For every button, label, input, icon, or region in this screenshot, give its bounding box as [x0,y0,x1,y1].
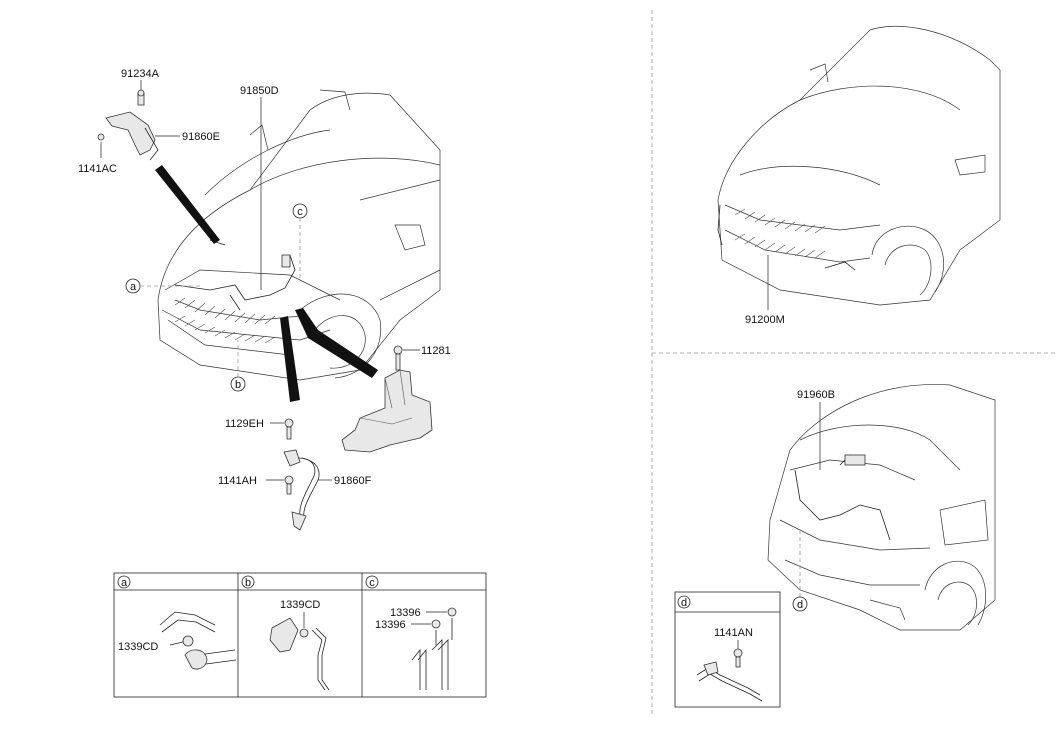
label-1141AC: 1141AC [78,163,117,175]
callout-a: a [130,281,137,293]
detail-b-header-circle [241,575,255,589]
label-91200M: 91200M [745,314,785,326]
detail-a-header: a [121,577,128,589]
label-1129EH: 1129EH [225,418,264,430]
callout-d-circle [792,596,808,612]
detail-c-part1: 13396 [390,607,421,619]
part-91860E-bracket [97,80,180,161]
part-91860F-cable [266,418,332,531]
label-1141AH: 1141AH [218,475,257,487]
pointer-wedge-3 [280,316,300,402]
label-91234A: 91234A [121,68,160,80]
detail-c-art [411,607,457,690]
pointer-wedge-1 [155,165,220,244]
detail-b-header: b [245,577,251,589]
callout-d: d [797,599,803,611]
detail-d-art [696,640,763,702]
rear-car-outline [767,384,996,631]
detail-b-part: 1339CD [280,599,320,611]
detail-c-header-circle [365,575,379,589]
part-11281-cover [341,345,433,453]
detail-table-abc [113,572,487,698]
front-harness [174,239,296,311]
label-91860F: 91860F [334,475,372,487]
detail-table-d [674,591,781,708]
label-11281: 11281 [421,345,451,357]
detail-a-art [159,611,237,670]
detail-d-header-circle [677,595,691,609]
label-91860E: 91860E [182,131,220,143]
front-car-outline-right [717,25,1001,306]
label-91960B: 91960B [797,389,835,401]
detail-c-part2: 13396 [375,619,406,631]
detail-d-part: 1141AN [714,627,753,639]
detail-a-header-circle [117,575,131,589]
label-91850D: 91850D [240,85,279,97]
callout-b: b [235,379,241,391]
pointer-wedge-2 [295,308,378,378]
detail-a-part: 1339CD [118,641,158,653]
detail-c-header: c [369,577,375,589]
detail-d-header: d [681,597,687,609]
callout-c: c [297,206,303,218]
detail-b-art [269,612,330,691]
